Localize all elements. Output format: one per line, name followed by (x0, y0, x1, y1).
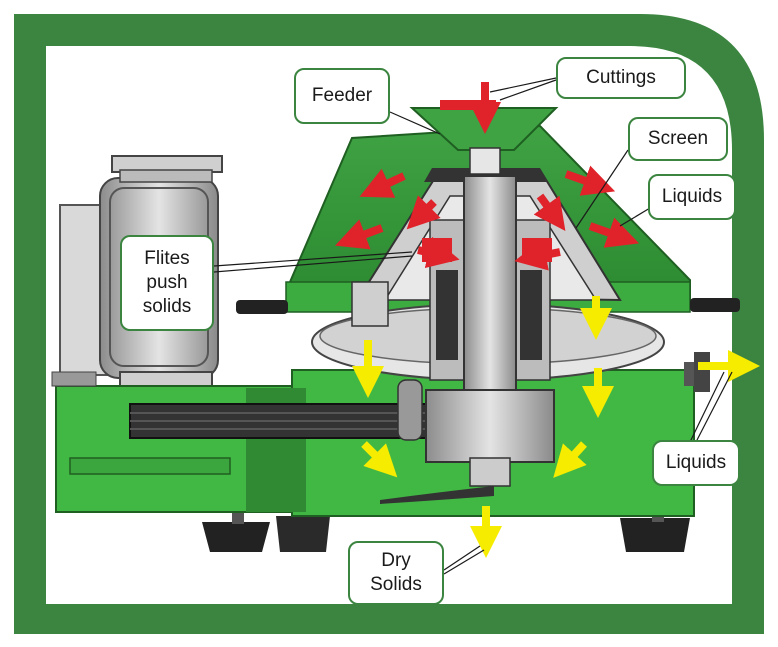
red-arrow-left-mid (406, 195, 441, 230)
yellow-flow-arrows (352, 296, 760, 558)
red-arrow-center (417, 236, 460, 268)
red-arrow-left-upper (359, 168, 406, 198)
red-arrow-right-lower (588, 217, 640, 248)
callout-dry-solids: Dry Solids (348, 541, 444, 605)
yellow-arrow-diag-left (361, 441, 398, 478)
red-arrow-left-lower (335, 219, 384, 250)
red-arrow-screen (533, 193, 566, 231)
red-arrow-right-upper (564, 165, 616, 196)
red-flow-arrows (335, 82, 640, 271)
callout-liquids-bottom: Liquids (652, 440, 740, 486)
yellow-arrow-diag-right (553, 441, 587, 478)
callout-flites-push-solids: Flites push solids (120, 235, 214, 331)
callout-screen: Screen (628, 117, 728, 161)
callout-feeder: Feeder (294, 68, 390, 124)
red-arrow-center-right (514, 239, 561, 271)
leader-lines (213, 77, 733, 575)
callout-cuttings: Cuttings (556, 57, 686, 99)
callout-liquids-top: Liquids (648, 174, 736, 220)
